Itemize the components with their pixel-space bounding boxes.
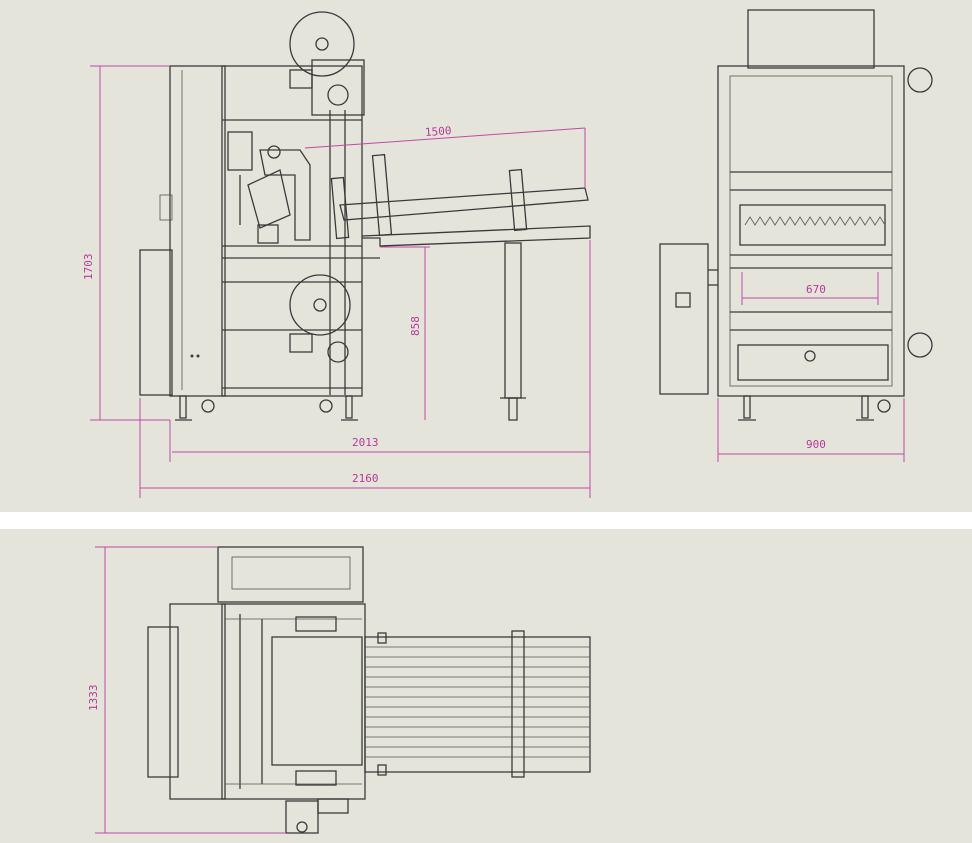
side-view [139, 11, 591, 421]
plan-view-panel: 1333 [0, 529, 972, 843]
plan-dimensions: 1333 [87, 546, 286, 834]
side-bottom-roll-bracket [289, 333, 313, 353]
front-dimensions: 670 900 [717, 272, 905, 462]
plan-control-panel [217, 546, 364, 603]
dim-side-base-width: 2013 [352, 436, 379, 449]
side-frame-body [221, 65, 363, 397]
dim-front-overall-width: 900 [806, 438, 826, 451]
side-main-column [169, 65, 226, 397]
plan-conveyor-crossbar [511, 630, 525, 778]
side-top-film-roll [289, 11, 355, 77]
side-bottom-film-roll [289, 274, 351, 336]
front-lower-roller [737, 344, 889, 381]
plan-bottom-roll-bracket [285, 800, 319, 834]
plan-view [147, 546, 591, 834]
dim-side-lower-height: 858 [409, 316, 422, 336]
front-top-hood [747, 9, 875, 69]
plan-frame [221, 603, 366, 800]
front-bottom-roll-end [907, 332, 933, 358]
dim-side-conveyor-length: 1500 [425, 124, 452, 139]
plan-conveyor [364, 630, 591, 778]
dim-side-height: 1703 [82, 254, 95, 281]
front-frame [717, 65, 905, 397]
front-top-roll-end [907, 67, 933, 93]
front-control-cabinet [659, 243, 709, 395]
dim-side-overall-width: 2160 [352, 472, 379, 485]
side-conveyor-leg [504, 242, 522, 399]
plan-left-box [147, 626, 179, 778]
side-casters [175, 395, 358, 421]
plan-sealing-hood [271, 636, 363, 766]
plan-main-column [169, 603, 226, 800]
side-electrical-box [139, 249, 173, 396]
elevation-views-panel: 1703 1500 858 2013 2160 [0, 0, 972, 512]
dim-top-depth: 1333 [87, 685, 100, 712]
side-motor [227, 131, 253, 171]
side-conveyor [330, 153, 591, 421]
dim-front-inner-width: 670 [806, 283, 826, 296]
front-sealing-bar [739, 204, 886, 246]
front-view [659, 9, 933, 421]
side-dimensions: 1703 1500 858 2013 2160 [82, 65, 591, 498]
